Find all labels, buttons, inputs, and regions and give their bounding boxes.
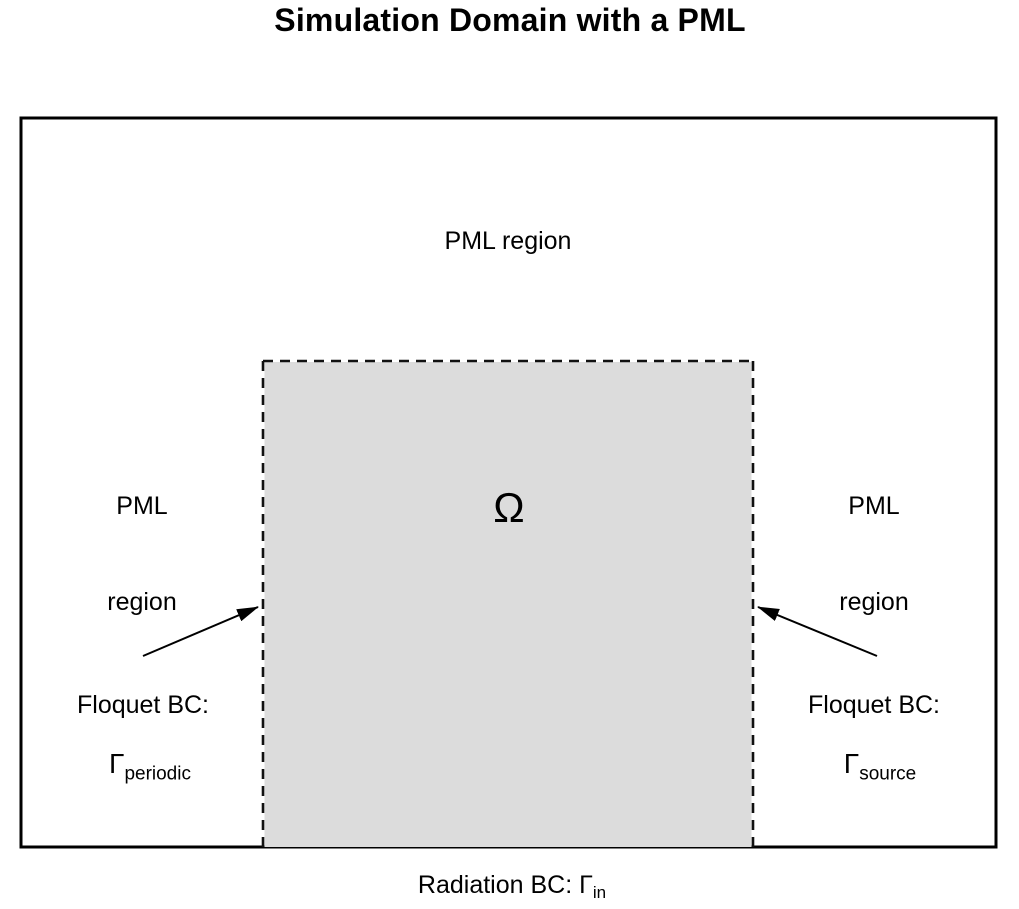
domain-symbol-omega: Ω (493, 484, 525, 531)
pml-region-label-top: PML region (444, 227, 572, 255)
floquet-bc-label-left: Floquet BC: (76, 691, 210, 719)
gamma-periodic-symbol: Γ (109, 748, 125, 779)
pml-region-label-left: PML region (107, 426, 177, 682)
pml-right-line2: region (839, 588, 909, 616)
gamma-periodic-subscript: periodic (124, 763, 191, 785)
pml-left-line2: region (107, 588, 177, 616)
gamma-source-symbol: Γ (843, 748, 860, 779)
pml-right-line1: PML (848, 492, 900, 520)
domain-region-fill (264, 362, 752, 847)
pml-left-line1: PML (116, 492, 168, 520)
pml-region-label-right: PML region (839, 426, 909, 682)
radiation-bc-subscript: in (592, 883, 607, 903)
radiation-bc-text: Radiation BC: Γ (417, 871, 593, 899)
gamma-source-subscript: source (859, 763, 917, 785)
gamma-source-label: Γsource (843, 748, 916, 784)
diagram-title: Simulation Domain with a PML (274, 2, 746, 38)
radiation-bc-label: Radiation BC: Γin (417, 871, 606, 902)
gamma-periodic-label: Γperiodic (109, 748, 191, 784)
right-bc-arrow (757, 606, 878, 657)
floquet-bc-label-right: Floquet BC: (807, 691, 941, 719)
left-bc-arrow (142, 606, 259, 657)
